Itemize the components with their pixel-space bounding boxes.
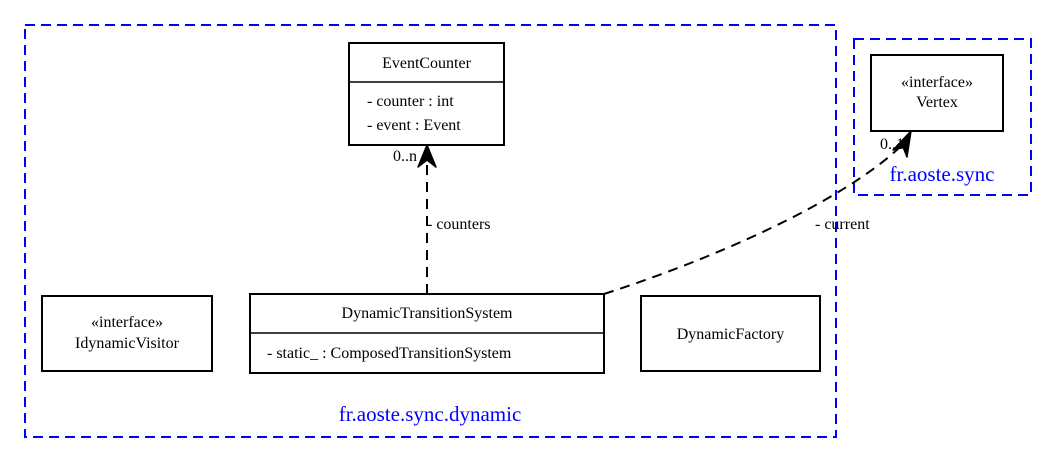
association-current-role: - current xyxy=(815,216,870,233)
package-sync-border xyxy=(853,38,1032,196)
class-event-counter-box xyxy=(348,42,505,146)
class-dynamic-factory-box xyxy=(640,295,821,372)
package-sync: fr.aoste.sync xyxy=(853,38,1032,196)
class-idynamic-visitor[interactable]: «interface» IdynamicVisitor xyxy=(41,295,213,372)
package-sync-dynamic: fr.aoste.sync.dynamic xyxy=(24,24,837,438)
class-idynamic-visitor-box xyxy=(41,295,213,372)
association-counters-multiplicity: 0..n xyxy=(393,148,417,165)
class-event-counter-attr-counter: - counter : int xyxy=(367,93,454,110)
package-sync-label: fr.aoste.sync xyxy=(890,162,995,186)
class-dynamic-transition-system-name: DynamicTransitionSystem xyxy=(342,305,514,322)
association-current-line xyxy=(603,139,908,295)
class-dynamic-transition-system-attr-static: - static_ : ComposedTransitionSystem xyxy=(267,345,512,362)
class-vertex-stereotype: «interface» xyxy=(901,74,973,91)
class-dynamic-factory-name: DynamicFactory xyxy=(677,326,785,343)
association-counters-role: - counters xyxy=(427,216,491,233)
class-idynamic-visitor-stereotype: «interface» xyxy=(91,314,163,331)
class-dynamic-factory[interactable]: DynamicFactory xyxy=(640,295,821,372)
association-current: - current 0..1 xyxy=(603,130,912,295)
class-event-counter-attr-event: - event : Event xyxy=(367,117,461,134)
association-counters: - counters 0..n xyxy=(393,144,491,294)
package-sync-dynamic-border xyxy=(24,24,837,438)
class-dynamic-transition-system[interactable]: DynamicTransitionSystem - static_ : Comp… xyxy=(249,293,605,374)
class-idynamic-visitor-name: IdynamicVisitor xyxy=(75,335,180,352)
class-event-counter-name: EventCounter xyxy=(382,55,472,72)
class-vertex[interactable]: «interface» Vertex xyxy=(870,54,1004,132)
class-vertex-box xyxy=(870,54,1004,132)
association-current-multiplicity: 0..1 xyxy=(880,136,904,153)
class-event-counter[interactable]: EventCounter - counter : int - event : E… xyxy=(348,42,505,146)
package-sync-dynamic-label: fr.aoste.sync.dynamic xyxy=(339,402,522,426)
class-vertex-name: Vertex xyxy=(916,94,958,111)
association-current-arrowhead xyxy=(892,130,912,158)
association-counters-arrowhead xyxy=(417,144,437,168)
